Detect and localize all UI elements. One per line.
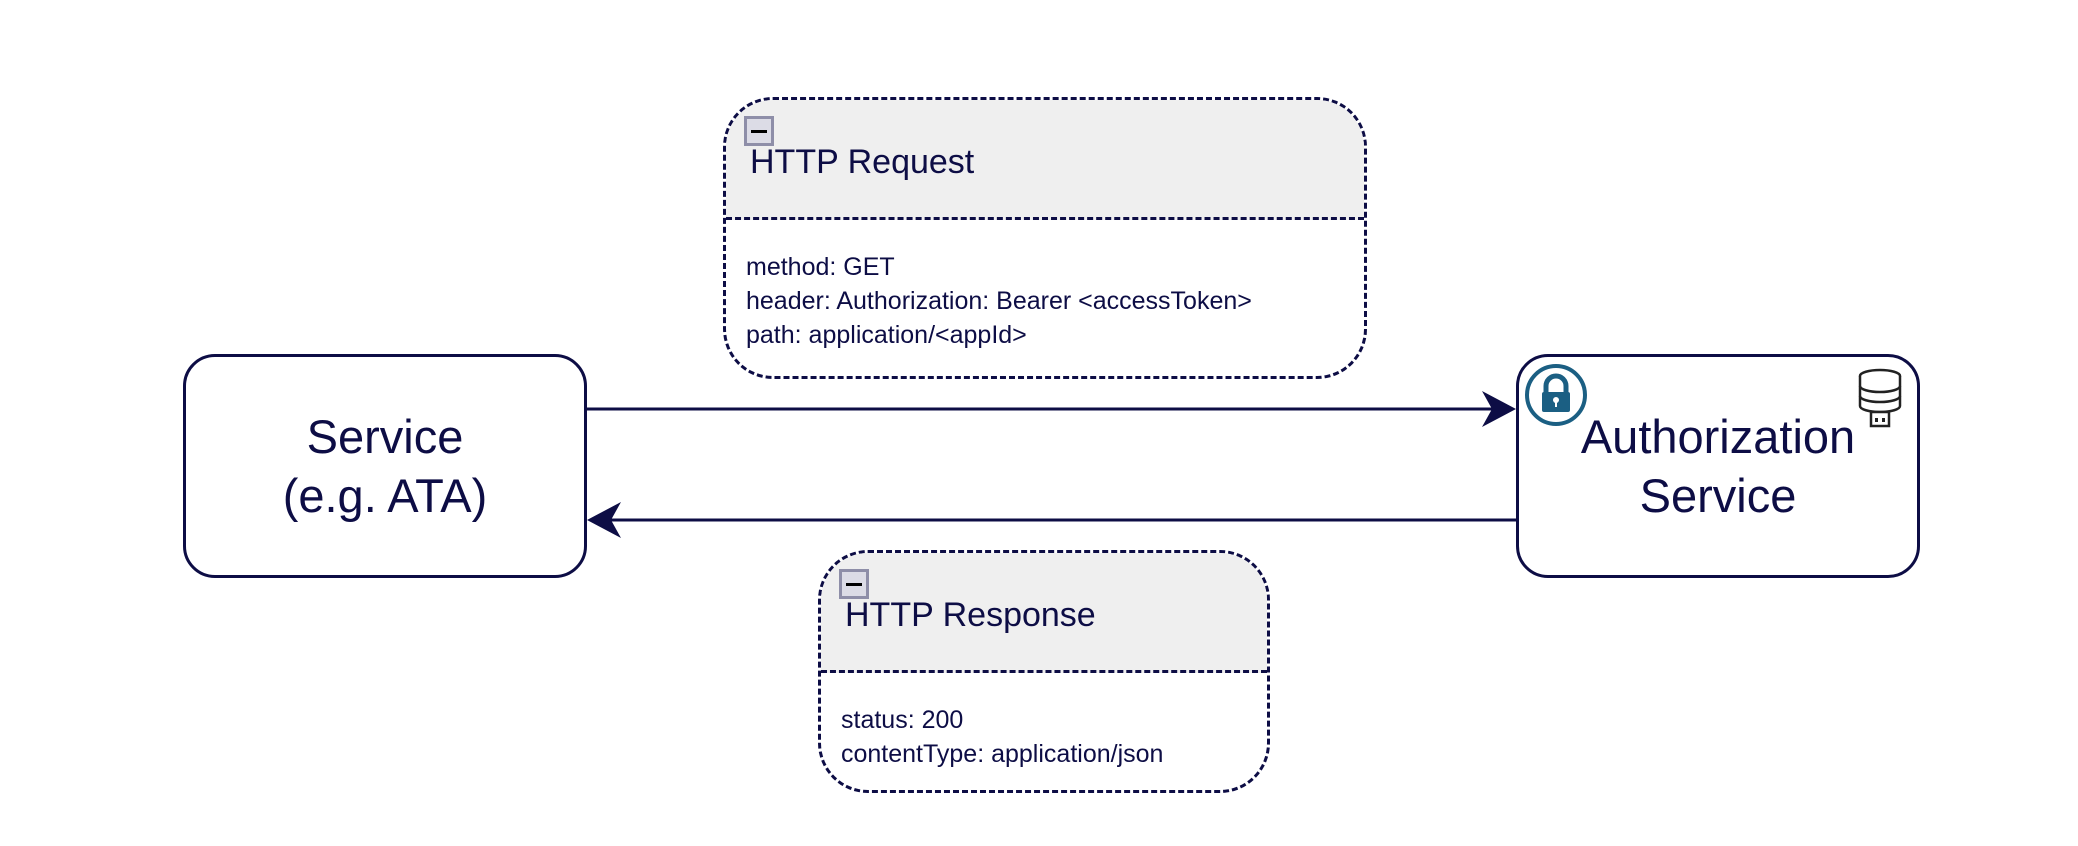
database-icon	[1857, 368, 1903, 430]
http-response-title: HTTP Response	[845, 596, 1096, 634]
http-request-title: HTTP Request	[750, 143, 975, 181]
response-status: status: 200	[841, 706, 964, 734]
lock-icon	[1524, 363, 1588, 427]
http-response-message[interactable]: HTTP Response status: 200 contentType: a…	[818, 550, 1270, 793]
http-response-body: status: 200 contentType: application/jso…	[841, 703, 1163, 771]
request-path: path: application/<appId>	[746, 321, 1027, 349]
service-node[interactable]: Service (e.g. ATA)	[183, 354, 587, 578]
collapse-icon[interactable]	[744, 116, 774, 146]
response-arrow[interactable]	[587, 502, 1516, 538]
http-request-message[interactable]: HTTP Request method: GET header: Authori…	[723, 97, 1367, 379]
http-request-body: method: GET header: Authorization: Beare…	[746, 250, 1252, 352]
http-response-header: HTTP Response	[821, 553, 1267, 673]
authorization-service-node[interactable]: Authorization Service	[1516, 354, 1920, 578]
collapse-icon[interactable]	[839, 569, 869, 599]
authorization-service-label: Authorization Service	[1580, 410, 1856, 522]
service-label: Service (e.g. ATA)	[282, 410, 488, 522]
http-request-header: HTTP Request	[726, 100, 1364, 220]
response-content-type: contentType: application/json	[841, 740, 1164, 768]
request-header-field: header: Authorization: Bearer <accessTok…	[746, 287, 1252, 315]
request-arrow[interactable]	[587, 391, 1516, 427]
request-method: method: GET	[746, 253, 895, 281]
